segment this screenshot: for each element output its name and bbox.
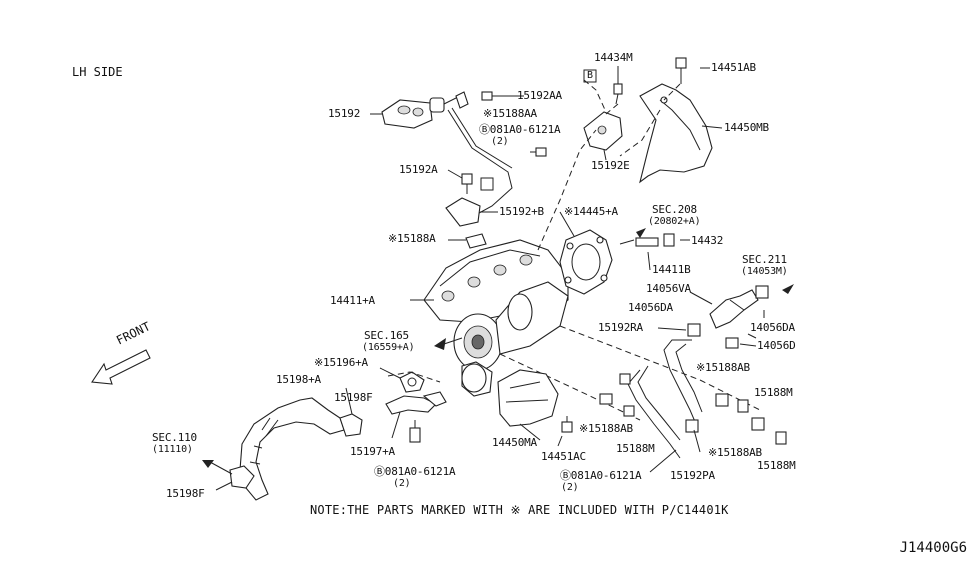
callout-081A0-top-qty: (2) xyxy=(491,136,509,147)
callout-081A0-top: Ⓑ081A0-6121A xyxy=(479,123,561,136)
nut-14432 xyxy=(663,233,675,247)
callout-081A0-bottom-right-qty: (2) xyxy=(561,482,579,493)
callout-15196A: ※15196+A xyxy=(314,356,368,369)
callout-14432: 14432 xyxy=(691,234,724,247)
callout-15192: 15192 xyxy=(328,107,361,120)
bolt-081A0-top xyxy=(530,147,547,157)
callout-081A0-bottom-right: Ⓑ081A0-6121A xyxy=(560,469,642,482)
callout-15198F-top: 15198F xyxy=(334,391,373,404)
callout-sec165-sub: (16559+A) xyxy=(362,342,415,353)
callout-14445A: ※14445+A xyxy=(564,205,618,218)
callout-14411A: 14411+A xyxy=(330,294,375,307)
bracket-15192E xyxy=(583,111,623,151)
fittings-15188AB xyxy=(599,373,765,433)
callout-15188M-3: 15188M xyxy=(757,459,796,472)
callout-sec110-sub: (11110) xyxy=(152,444,193,455)
callout-sec211-sub: (14053M) xyxy=(741,266,788,277)
callout-15192B: 15192+B xyxy=(499,205,544,218)
callout-14451AB: 14451AB xyxy=(711,61,756,74)
bolt-14434M xyxy=(613,83,623,105)
hose-14056VA xyxy=(709,289,759,329)
callout-15197A: 15197+A xyxy=(350,445,395,458)
callout-sec110: SEC.110 xyxy=(152,431,197,444)
callout-15188AB-3: ※15188AB xyxy=(708,446,762,459)
callout-sec165: SEC.165 xyxy=(364,329,409,342)
clamp-14056DA-right xyxy=(755,285,769,299)
callout-sec211: SEC.211 xyxy=(742,253,787,266)
callout-15188AB-2: ※15188AB xyxy=(579,422,633,435)
box-b-top: B xyxy=(587,70,593,81)
callout-15192RA: 15192RA xyxy=(598,321,643,334)
gasket-14445A xyxy=(559,229,613,295)
side-label: LH SIDE xyxy=(72,65,123,79)
insulator-14450MA xyxy=(497,369,559,427)
callout-081A0-bottom-left-qty: (2) xyxy=(393,478,411,489)
callout-15198F-bottom: 15198F xyxy=(166,487,205,500)
callout-14450MB: 14450MB xyxy=(724,121,769,134)
callout-15192PA: 15192PA xyxy=(670,469,715,482)
insulator-14450MB xyxy=(639,83,713,184)
callout-15188M-1: 15188M xyxy=(754,386,793,399)
bolts-15188M xyxy=(623,399,787,445)
callout-15198A: 15198+A xyxy=(276,373,321,386)
sensor-15192 xyxy=(381,97,445,129)
callout-14434M: 14434M xyxy=(594,51,633,64)
connector-15198F-top xyxy=(339,413,363,437)
callout-15188AA: ※15188AA xyxy=(483,107,537,120)
bolt-14451AB xyxy=(675,57,687,84)
callout-15192E: 15192E xyxy=(591,159,630,172)
gasket-15196A xyxy=(399,371,425,393)
bracket-15192B xyxy=(445,197,481,227)
clip-15188AA xyxy=(455,91,469,109)
callout-14451AC: 14451AC xyxy=(541,450,586,463)
callout-15188A: ※15188A xyxy=(388,232,436,245)
tube-15197A xyxy=(385,391,447,415)
diagram-code: J14400G6 xyxy=(899,540,967,556)
clamp-14056DA-left xyxy=(687,323,701,337)
callout-sec208: SEC.208 xyxy=(652,203,697,216)
fitting-15192AA xyxy=(481,91,512,101)
callout-14056VA: 14056VA xyxy=(646,282,691,295)
callout-15188AB-1: ※15188AB xyxy=(696,361,750,374)
hose-15198A xyxy=(239,397,345,501)
turbocharger xyxy=(453,281,569,397)
callout-15192AA: 15192AA xyxy=(517,89,562,102)
callout-14411B: 14411B xyxy=(652,263,691,276)
callout-sec208-sub: (20802+A) xyxy=(648,216,701,227)
connector-15198F-bottom xyxy=(229,465,255,489)
footnote: NOTE:THE PARTS MARKED WITH ※ ARE INCLUDE… xyxy=(310,503,729,517)
callout-14450MA: 14450MA xyxy=(492,436,537,449)
bolt-15192A xyxy=(461,173,473,194)
callout-14056DA-right: 14056DA xyxy=(750,321,795,334)
clip-15188A xyxy=(465,233,487,249)
callout-14056D: 14056D xyxy=(757,339,796,352)
stud-14411B xyxy=(635,237,659,247)
callout-15188M-2: 15188M xyxy=(616,442,655,455)
callout-081A0-bottom-left: Ⓑ081A0-6121A xyxy=(374,465,456,478)
callout-15192A: 15192A xyxy=(399,163,438,176)
bolt-14451AC xyxy=(561,416,573,433)
callout-14056DA: 14056DA xyxy=(628,301,673,314)
bolt-081A0-bottom-left xyxy=(409,420,421,443)
clamp-14056D xyxy=(725,337,739,349)
